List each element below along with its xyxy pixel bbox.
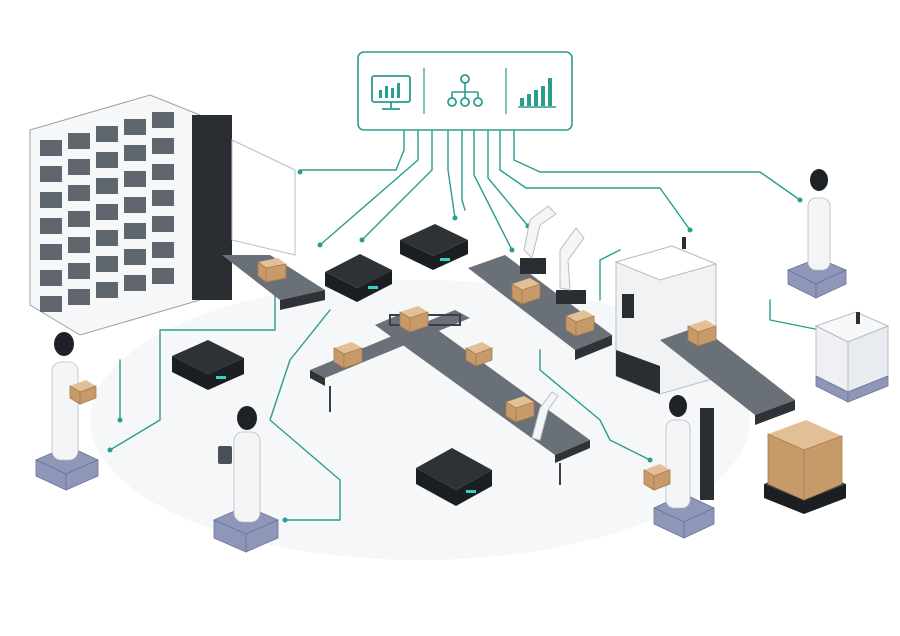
humanoid-robot-bottom-right xyxy=(643,395,715,539)
package-box xyxy=(643,464,671,491)
robotic-arm xyxy=(531,391,559,441)
storage-bin xyxy=(152,190,174,206)
bar-chart-icon xyxy=(518,78,556,108)
storage-bin xyxy=(152,138,174,154)
agv-robot-3 xyxy=(172,340,244,390)
storage-bin xyxy=(124,119,146,135)
storage-bin xyxy=(40,166,62,182)
storage-bin xyxy=(152,112,174,128)
package-box xyxy=(565,310,595,337)
package-box xyxy=(69,380,97,405)
storage-bin xyxy=(68,185,90,201)
storage-bin xyxy=(68,237,90,253)
storage-bin xyxy=(124,249,146,265)
storage-bin xyxy=(40,270,62,286)
storage-bin xyxy=(96,204,118,220)
package-box xyxy=(465,342,493,367)
storage-bin xyxy=(40,296,62,312)
humanoid-robot-bottom-center xyxy=(213,406,279,553)
storage-bin xyxy=(40,244,62,260)
storage-bin xyxy=(96,178,118,194)
automated-storage-rack xyxy=(29,94,296,336)
package-box xyxy=(687,320,717,347)
monitor-chart-icon xyxy=(371,75,411,110)
storage-bin xyxy=(68,289,90,305)
storage-bin xyxy=(96,230,118,246)
control-hub-panel xyxy=(357,51,573,131)
humanoid-robot-top-right xyxy=(787,169,847,299)
robotic-arm xyxy=(556,227,586,304)
storage-bin xyxy=(152,216,174,232)
storage-bin xyxy=(124,223,146,239)
package-box xyxy=(257,258,287,283)
humanoid-robot-left xyxy=(35,332,99,491)
package-box xyxy=(511,278,541,305)
hierarchy-network-icon xyxy=(447,74,483,107)
storage-bin xyxy=(68,211,90,227)
storage-bin xyxy=(152,164,174,180)
storage-bin xyxy=(124,275,146,291)
robotic-arm xyxy=(520,205,557,274)
package-box xyxy=(333,342,363,369)
inspection-conveyor xyxy=(660,326,795,425)
storage-bin xyxy=(152,268,174,284)
agv-robot-2 xyxy=(400,224,468,270)
storage-bin xyxy=(96,126,118,142)
storage-bin xyxy=(40,192,62,208)
packaging-station xyxy=(814,311,890,403)
storage-bin xyxy=(68,159,90,175)
agv-robot-1 xyxy=(325,254,392,302)
box-pallet xyxy=(764,420,846,514)
storage-bin xyxy=(40,218,62,234)
storage-bin xyxy=(96,152,118,168)
storage-bin xyxy=(124,197,146,213)
outfeed-conveyor xyxy=(222,255,325,310)
storage-bin xyxy=(152,242,174,258)
storage-bin xyxy=(96,282,118,298)
package-box xyxy=(399,306,429,333)
storage-bin xyxy=(124,145,146,161)
storage-bin xyxy=(68,133,90,149)
network-connections xyxy=(107,130,823,523)
agv-robot-4 xyxy=(416,448,492,506)
package-box xyxy=(505,396,535,423)
storage-bin xyxy=(124,171,146,187)
storage-bin xyxy=(40,140,62,156)
storage-bin xyxy=(68,263,90,279)
storage-bin xyxy=(96,256,118,272)
